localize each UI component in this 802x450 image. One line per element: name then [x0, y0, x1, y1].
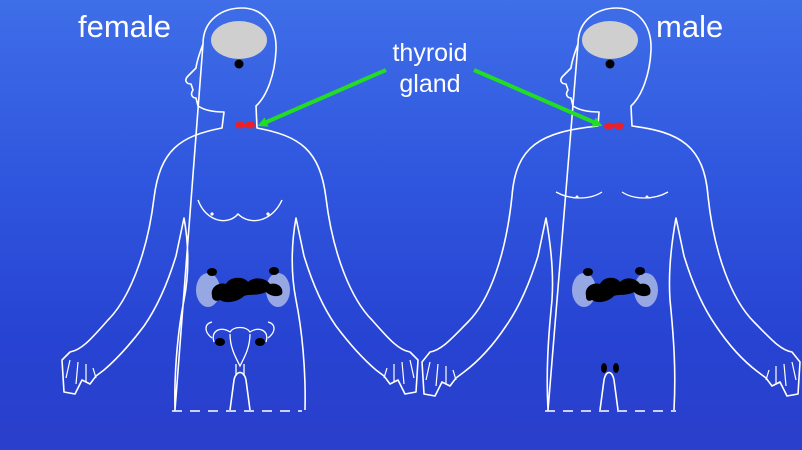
male-pituitary — [605, 59, 615, 69]
female-thyroid — [235, 121, 255, 129]
female-right-hand-fingers — [383, 359, 415, 385]
female-nipple-left — [210, 212, 214, 216]
female-left-adrenal — [207, 268, 217, 276]
male-chest-lines — [555, 191, 669, 199]
callout-line-2: gland — [399, 70, 461, 98]
female-reproductive-organs — [205, 321, 275, 376]
thyroid-gland-callout: thyroid gland — [360, 38, 500, 100]
female-body-outline — [61, 7, 419, 411]
female-brain — [211, 21, 267, 59]
male-label: male — [656, 9, 724, 44]
male-figure — [421, 7, 801, 412]
male-right-testis — [613, 363, 619, 373]
male-thyroid — [604, 122, 624, 130]
male-left-adrenal — [583, 268, 593, 276]
female-left-ovary — [215, 338, 225, 346]
male-body-outline — [421, 7, 801, 411]
female-pancreas — [211, 277, 283, 303]
female-label: female — [78, 9, 172, 44]
male-brain — [582, 21, 638, 59]
male-left-testis — [601, 363, 607, 373]
female-left-hand-fingers — [65, 359, 97, 385]
female-nipple-right — [266, 212, 270, 216]
female-chest-lines — [197, 199, 283, 222]
female-right-ovary — [255, 338, 265, 346]
female-right-adrenal — [269, 267, 279, 275]
female-pituitary — [234, 59, 244, 69]
female-figure — [61, 7, 419, 412]
male-nipple-left — [575, 195, 579, 199]
male-pancreas — [585, 277, 651, 303]
arrow-to-male-thyroid — [473, 68, 603, 127]
arrow-to-female-thyroid — [257, 68, 387, 127]
male-right-adrenal — [635, 267, 645, 275]
male-left-hand-fingers — [425, 361, 457, 387]
male-right-hand-fingers — [765, 361, 797, 387]
male-nipple-right — [645, 195, 649, 199]
callout-line-1: thyroid — [392, 39, 468, 67]
